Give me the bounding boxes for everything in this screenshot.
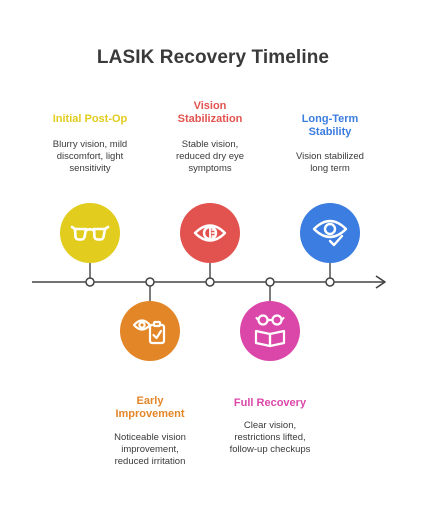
desc-line: follow-up checkups [229, 444, 311, 455]
desc-line: improvement, [121, 444, 179, 455]
stage-desc-vision-stabilization: Stable vision, reduced dry eye symptoms [140, 139, 280, 175]
timeline-dot [205, 277, 215, 287]
title-line: Long-Term [301, 113, 359, 125]
timeline-arrowhead [375, 275, 386, 289]
title-line: Full Recovery [233, 397, 307, 409]
desc-line: reduced dry eye [175, 151, 245, 162]
eye-scan-icon [193, 224, 227, 242]
desc-line: sensitivity [69, 163, 111, 174]
desc-line: symptoms [188, 163, 232, 174]
stage-desc-long-term-stability: Vision stabilized long term [260, 151, 400, 175]
stage-desc-full-recovery: Clear vision, restrictions lifted, follo… [200, 420, 340, 456]
timeline-dot [85, 277, 95, 287]
stage-title-full-recovery: Full Recovery [210, 397, 330, 410]
title-line: Stability [308, 126, 352, 138]
diagram-title: LASIK Recovery Timeline [96, 47, 330, 68]
eye-clipboard-icon [132, 319, 166, 345]
desc-line: Clear vision, [243, 420, 297, 431]
title-line: Improvement [115, 408, 185, 420]
timeline-dot [145, 277, 155, 287]
desc-line: Vision stabilized [296, 151, 364, 162]
stage-circle-initial-post-op [60, 203, 120, 263]
stage-desc-early-improvement: Noticeable vision improvement, reduced i… [80, 432, 220, 468]
timeline-dot [265, 277, 275, 287]
title-line: Vision [193, 100, 227, 112]
stage-title-initial-post-op: Initial Post-Op [30, 113, 150, 126]
desc-line: long term [310, 163, 350, 174]
glasses-icon [70, 225, 110, 241]
desc-line: Noticeable vision [114, 432, 186, 443]
desc-line: restrictions lifted, [234, 432, 306, 443]
desc-line: discomfort, light [56, 151, 124, 162]
title-line: Stabilization [177, 113, 243, 125]
stage-title-long-term-stability: Long-Term Stability [270, 113, 390, 139]
reading-glasses-book-icon [254, 314, 286, 348]
eye-check-icon [312, 219, 348, 247]
desc-line: Blurry vision, mild [52, 139, 128, 150]
desc-line: Stable vision, [181, 139, 239, 150]
stage-title-early-improvement: Early Improvement [90, 395, 210, 421]
title-line: Initial Post-Op [52, 113, 128, 125]
title-line: Early [136, 395, 164, 407]
stage-title-vision-stabilization: Vision Stabilization [150, 100, 270, 126]
desc-line: reduced irritation [114, 456, 186, 467]
timeline-dot [325, 277, 335, 287]
stage-circle-full-recovery [240, 301, 300, 361]
stage-desc-initial-post-op: Blurry vision, mild discomfort, light se… [20, 139, 160, 175]
